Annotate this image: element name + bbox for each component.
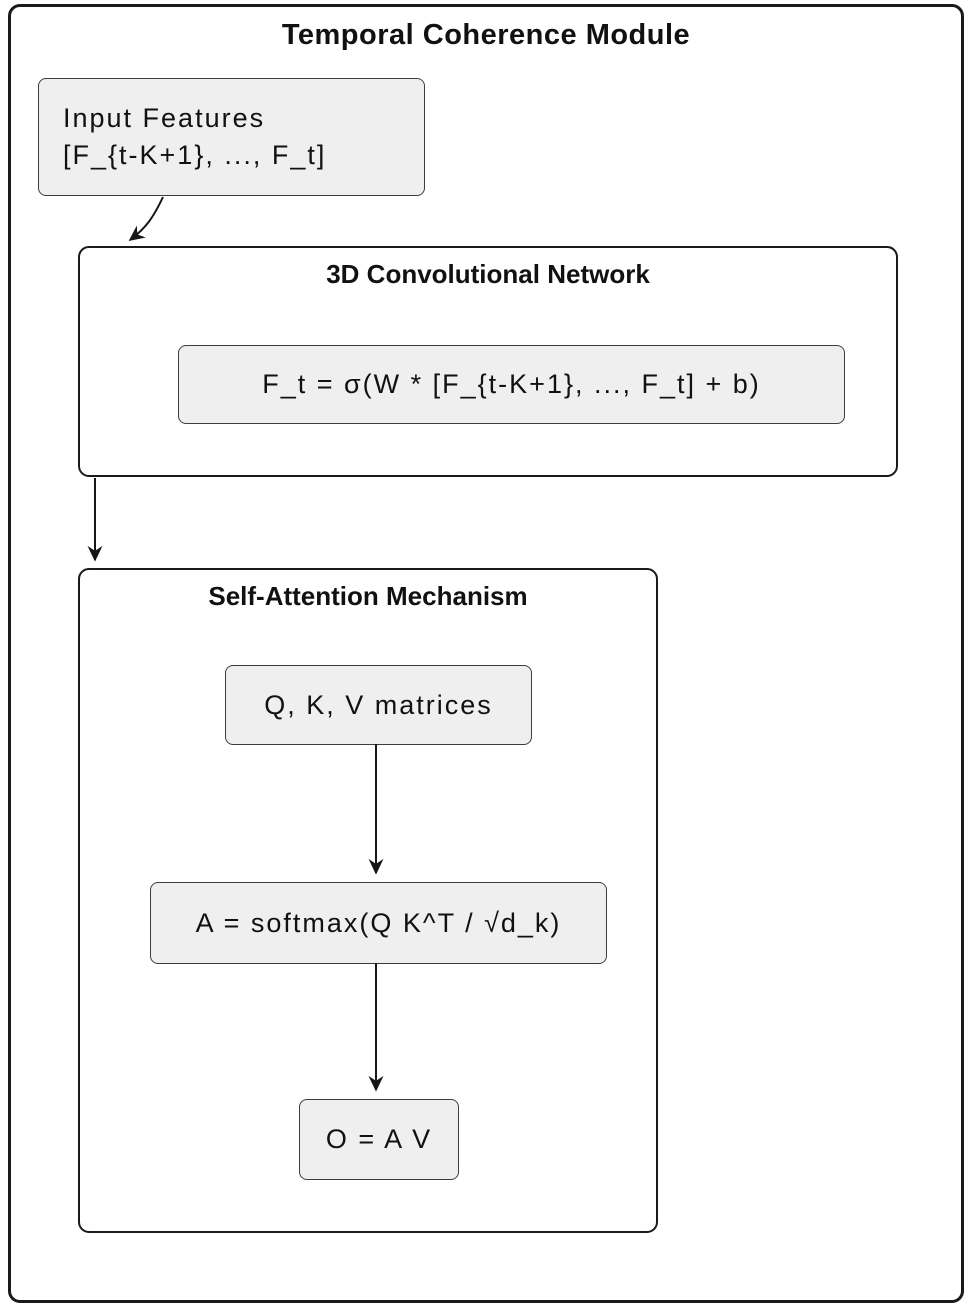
node-qkv-matrices: Q, K, V matrices xyxy=(225,665,532,745)
conv-network-title: 3D Convolutional Network xyxy=(326,259,650,289)
node-attention-formula: A = softmax(Q K^T / √d_k) xyxy=(150,882,607,964)
group-3d-convolutional-network: 3D Convolutional Network F_t = σ(W * [F_… xyxy=(78,246,898,477)
node-output-formula: O = A V xyxy=(299,1099,459,1180)
diagram-title: Temporal Coherence Module xyxy=(281,19,691,51)
input-features-tensor-list: [F_{t-K+1}, ..., F_t] xyxy=(63,140,327,170)
group-self-attention-mechanism: Self-Attention Mechanism Q, K, V matrice… xyxy=(78,568,658,1233)
node-input-features: Input Features [F_{t-K+1}, ..., F_t] xyxy=(38,78,425,196)
input-features-label: Input Features xyxy=(63,103,266,133)
self-attention-title: Self-Attention Mechanism xyxy=(208,581,528,611)
node-conv-formula: F_t = σ(W * [F_{t-K+1}, ..., F_t] + b) xyxy=(178,345,845,424)
